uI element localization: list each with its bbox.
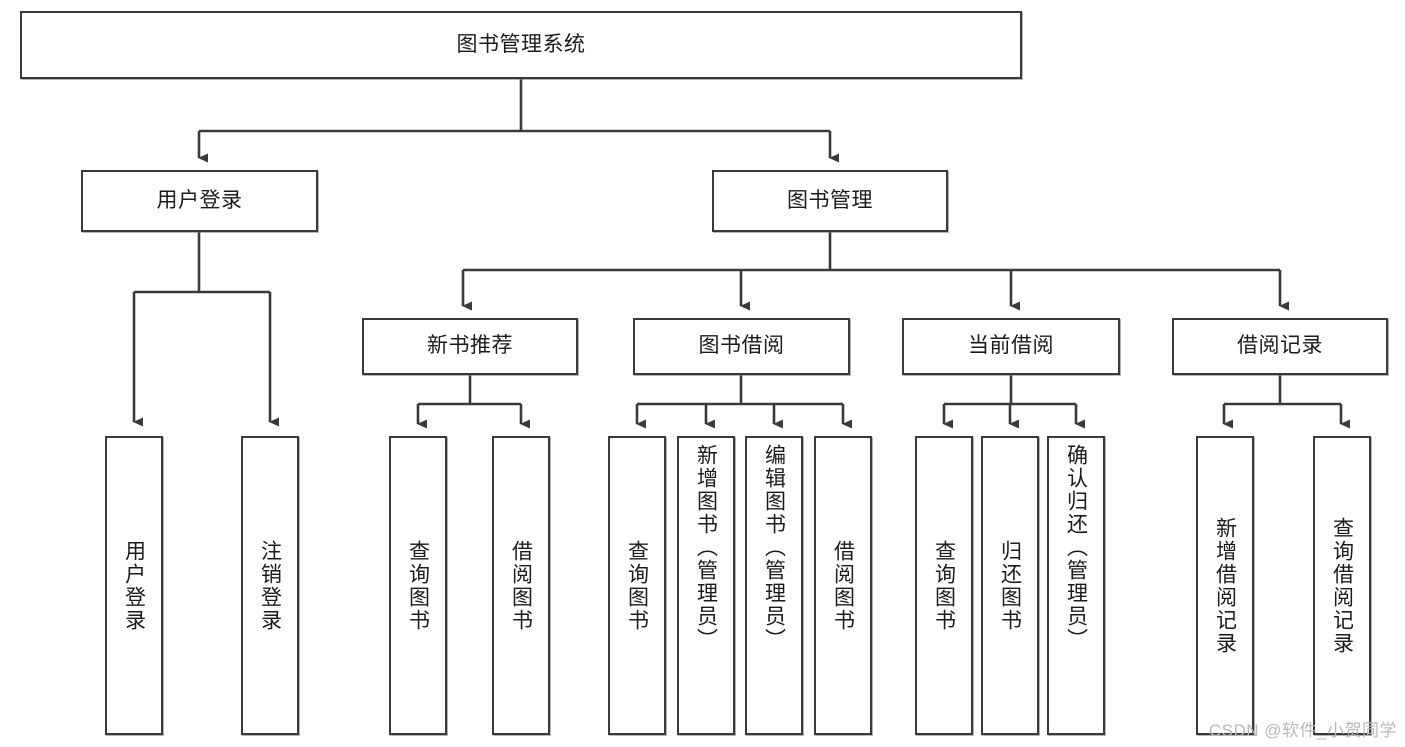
leaf-borrow-book-recommend[interactable]: 借阅图书: [492, 436, 550, 735]
node-current-borrow[interactable]: 当前借阅: [902, 318, 1120, 375]
leaf-return-book[interactable]: 归还图书: [981, 436, 1039, 735]
leaf-confirm-return-admin[interactable]: 确认归还（管理员）: [1047, 436, 1105, 735]
node-user-login[interactable]: 用户登录: [81, 170, 318, 232]
leaf-query-book-current[interactable]: 查询图书: [915, 436, 973, 735]
node-label: 新增借阅记录: [1213, 516, 1237, 655]
node-book-borrow[interactable]: 图书借阅: [633, 318, 850, 375]
leaf-add-book-admin[interactable]: 新增图书（管理员）: [677, 436, 735, 735]
node-label: 新书推荐: [427, 334, 513, 358]
leaf-add-borrow-record[interactable]: 新增借阅记录: [1196, 436, 1254, 735]
node-label: 注销登录: [258, 539, 282, 632]
node-label: 图书管理: [787, 188, 873, 212]
node-label: 用户登录: [156, 188, 243, 212]
leaf-edit-book-admin[interactable]: 编辑图书（管理员）: [745, 436, 803, 735]
node-label: 图书管理系统: [456, 32, 586, 56]
leaf-query-borrow-record[interactable]: 查询借阅记录: [1313, 436, 1371, 735]
node-label: 图书借阅: [698, 334, 785, 358]
leaf-user-login[interactable]: 用户登录: [105, 436, 163, 735]
node-label: 用户登录: [122, 539, 146, 632]
node-book-management[interactable]: 图书管理: [712, 170, 948, 232]
node-label: 确认归还（管理员）: [1064, 444, 1088, 651]
node-label: 查询图书: [625, 539, 649, 632]
node-label: 借阅图书: [509, 539, 533, 632]
node-label: 查询图书: [932, 539, 956, 632]
leaf-logout[interactable]: 注销登录: [241, 436, 299, 735]
node-label: 查询借阅记录: [1330, 516, 1354, 655]
leaf-query-book-borrow[interactable]: 查询图书: [608, 436, 666, 735]
leaf-borrow-book[interactable]: 借阅图书: [814, 436, 872, 735]
leaf-query-book-recommend[interactable]: 查询图书: [389, 436, 447, 735]
node-label: 新增图书（管理员）: [694, 444, 718, 651]
node-label: 查询图书: [406, 539, 430, 632]
watermark: CSDN @软件_小贺同学: [1208, 721, 1397, 740]
node-label: 借阅记录: [1237, 334, 1323, 358]
node-label: 借阅图书: [831, 539, 855, 632]
node-label: 编辑图书（管理员）: [762, 444, 786, 651]
node-new-book-recommend[interactable]: 新书推荐: [362, 318, 578, 375]
node-root-system[interactable]: 图书管理系统: [20, 11, 1022, 79]
node-label: 当前借阅: [968, 334, 1054, 358]
node-label: 归还图书: [998, 539, 1022, 632]
node-borrow-record[interactable]: 借阅记录: [1172, 318, 1388, 375]
